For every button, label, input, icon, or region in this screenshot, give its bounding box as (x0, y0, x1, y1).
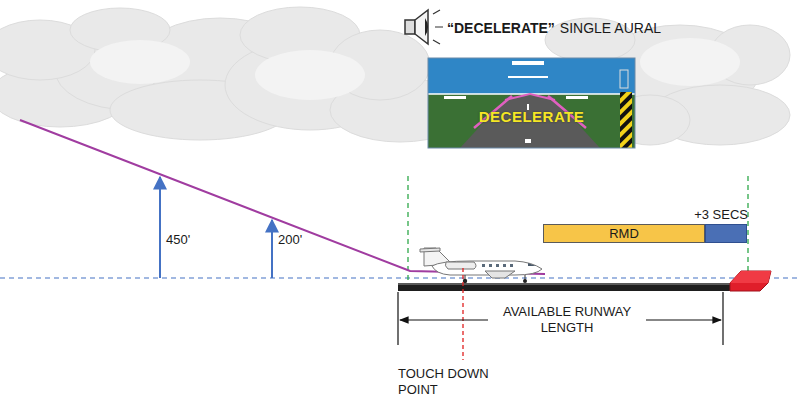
runway (398, 283, 738, 291)
hud-display (428, 58, 635, 148)
node-text: +3 SECS (694, 207, 748, 223)
height-label: 200' (278, 232, 302, 248)
aural-callout: SINGLE AURAL (560, 20, 661, 38)
aircraft (420, 248, 542, 283)
aural-callout: “DECELERATE” (447, 20, 555, 38)
node-text: RMD (544, 225, 704, 242)
height-label: 450' (166, 232, 190, 248)
node-text: DECELERATE (428, 58, 635, 126)
glide-path (20, 120, 545, 274)
runway-end (730, 271, 771, 291)
touchdown-line (462, 268, 463, 360)
margin-segment: +3 SECS (705, 224, 747, 243)
speaker-icon (405, 10, 443, 44)
rmd-bar: RMD (543, 224, 705, 243)
hud-display-box: DECELERATE (428, 58, 635, 148)
reference-line (0, 277, 800, 278)
height-arrow (159, 177, 161, 278)
height-arrow (271, 220, 273, 278)
dimension-tick (397, 292, 398, 345)
dimension-tick (722, 292, 723, 345)
limit-line (747, 176, 748, 284)
dimension-label: AVAILABLE RUNWAY LENGTH (488, 302, 646, 339)
cloud-highlights (90, 38, 740, 100)
limit-line (407, 176, 408, 284)
point-label: TOUCH DOWN POINT (398, 366, 508, 399)
clouds (0, 7, 790, 145)
